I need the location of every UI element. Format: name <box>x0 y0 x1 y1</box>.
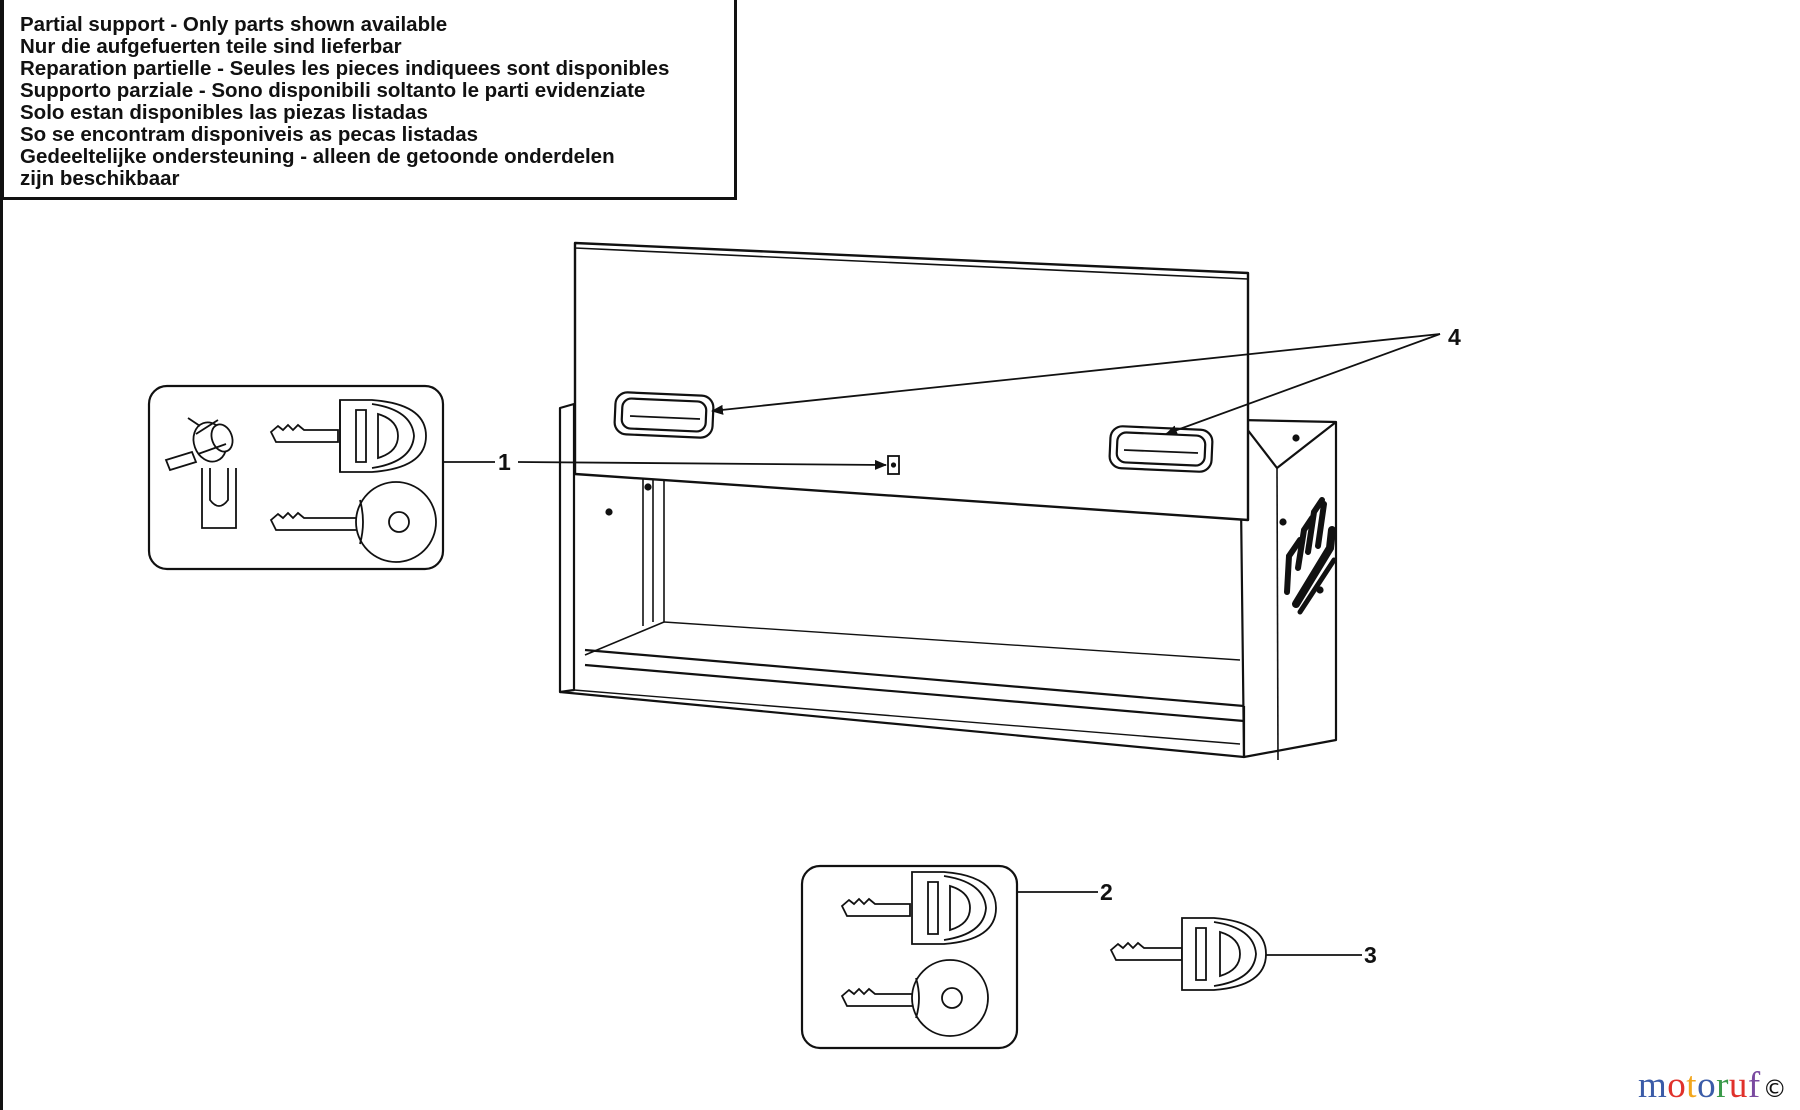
leader-arrow-part1 <box>517 459 887 470</box>
key-shaped-head-icon <box>840 871 997 945</box>
callout-part-3: 3 <box>1364 942 1377 968</box>
key-round-head-icon <box>269 481 437 563</box>
page-border-left <box>0 0 3 1110</box>
key-shaped-head-icon <box>269 399 427 473</box>
key-round-head-icon <box>840 959 989 1037</box>
partial-support-notice: Partial support - Only parts shown avail… <box>1 0 737 200</box>
lock-set-inset <box>147 384 445 571</box>
notice-line: Supporto parziale - Sono disponibili sol… <box>20 79 646 102</box>
notice-line: zijn beschikbaar <box>20 167 180 190</box>
lid-handle-left <box>613 391 715 439</box>
watermark-letter: r <box>1716 1065 1729 1106</box>
callout-part-2: 2 <box>1100 879 1113 905</box>
leader-lines <box>443 333 1441 956</box>
watermark-letter: o <box>1697 1065 1717 1106</box>
callout-part-4: 4 <box>1448 324 1461 350</box>
chest-lid <box>573 241 1250 522</box>
lock-cylinder-icon <box>164 417 234 472</box>
notice-line: Solo estan disponibles las piezas listad… <box>20 101 428 124</box>
notice-line: Nur die aufgefuerten teile sind lieferba… <box>20 35 402 58</box>
notice-line: Reparation partielle - Seules les pieces… <box>20 57 670 80</box>
notice-line: Gedeeltelijke ondersteuning - alleen de … <box>20 145 615 168</box>
watermark-letter: o <box>1667 1065 1687 1106</box>
key-pair-inset <box>800 864 1019 1050</box>
side-panel-decal <box>1284 497 1337 615</box>
single-key-part <box>1109 917 1267 991</box>
lid-handle-right <box>1108 425 1214 473</box>
copyright-mark: © <box>1762 1075 1788 1103</box>
lid-lock-hole <box>887 455 900 475</box>
watermark-letter: f <box>1747 1065 1761 1106</box>
notice-line: Partial support - Only parts shown avail… <box>20 13 448 36</box>
leader-arrow-part4-right <box>1165 333 1441 435</box>
notice-line: So se encontram disponiveis as pecas lis… <box>20 123 479 146</box>
watermark-letter: t <box>1686 1065 1698 1106</box>
leader-arrow-part4-left <box>711 333 1441 415</box>
watermark-letter: u <box>1728 1065 1748 1106</box>
lock-clip-icon <box>201 468 237 529</box>
watermark-letter: m <box>1638 1065 1668 1106</box>
motoruf-watermark: motoruf© <box>1638 1066 1787 1109</box>
callout-part-1: 1 <box>498 449 511 475</box>
